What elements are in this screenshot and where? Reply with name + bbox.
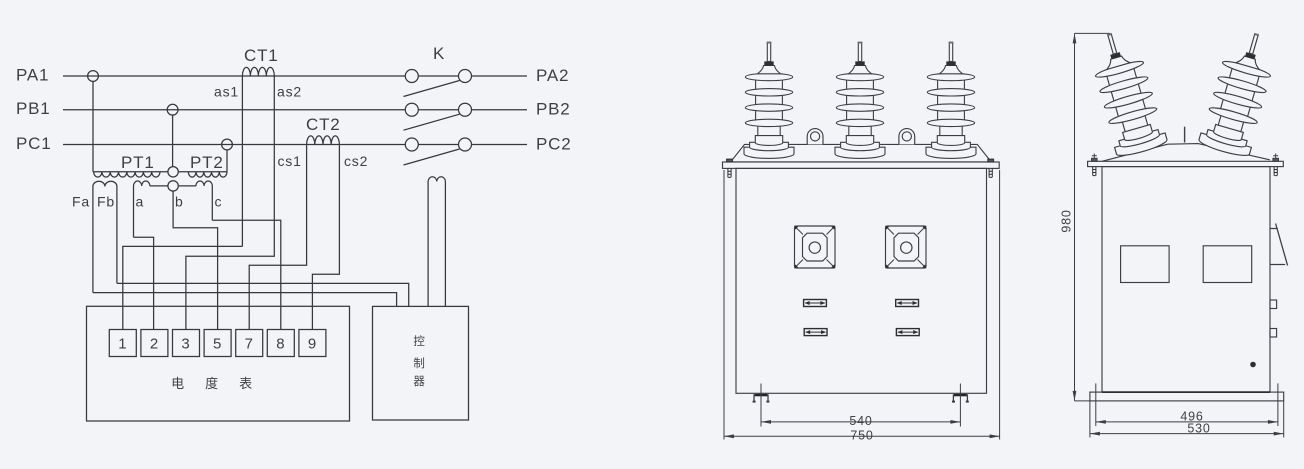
svg-text:制: 制 xyxy=(413,357,425,370)
svg-text:a: a xyxy=(136,194,145,210)
svg-text:PC1: PC1 xyxy=(16,134,51,153)
svg-text:PB2: PB2 xyxy=(536,100,571,119)
svg-text:b: b xyxy=(175,194,184,210)
svg-text:PT1: PT1 xyxy=(121,153,155,172)
svg-text:1: 1 xyxy=(118,336,127,353)
svg-text:750: 750 xyxy=(850,429,873,443)
svg-text:PA2: PA2 xyxy=(536,66,569,85)
svg-text:540: 540 xyxy=(849,414,872,428)
svg-text:度: 度 xyxy=(205,376,219,391)
svg-text:8: 8 xyxy=(276,336,285,353)
svg-text:表: 表 xyxy=(239,376,253,391)
svg-text:cs2: cs2 xyxy=(344,153,368,169)
svg-text:PT2: PT2 xyxy=(190,153,224,172)
svg-text:496: 496 xyxy=(1180,410,1203,424)
svg-text:c: c xyxy=(215,194,223,210)
svg-text:as2: as2 xyxy=(277,84,302,100)
svg-text:Fa: Fa xyxy=(72,194,90,210)
svg-text:530: 530 xyxy=(1187,422,1210,436)
svg-text:2: 2 xyxy=(150,336,159,353)
svg-text:K: K xyxy=(433,44,445,63)
svg-text:电: 电 xyxy=(171,376,185,391)
svg-text:as1: as1 xyxy=(214,84,239,100)
svg-text:器: 器 xyxy=(413,375,425,388)
svg-text:控: 控 xyxy=(413,334,425,348)
svg-text:Fb: Fb xyxy=(97,194,115,210)
svg-text:PB1: PB1 xyxy=(16,99,51,118)
svg-text:3: 3 xyxy=(181,336,190,353)
svg-text:PC2: PC2 xyxy=(536,135,571,154)
svg-text:5: 5 xyxy=(213,336,222,353)
svg-text:PA1: PA1 xyxy=(16,66,49,85)
svg-text:9: 9 xyxy=(308,336,317,353)
svg-text:CT1: CT1 xyxy=(244,46,279,65)
svg-text:cs1: cs1 xyxy=(278,153,302,169)
svg-text:7: 7 xyxy=(245,336,254,353)
svg-text:CT2: CT2 xyxy=(306,115,341,134)
svg-text:980: 980 xyxy=(1060,209,1074,232)
